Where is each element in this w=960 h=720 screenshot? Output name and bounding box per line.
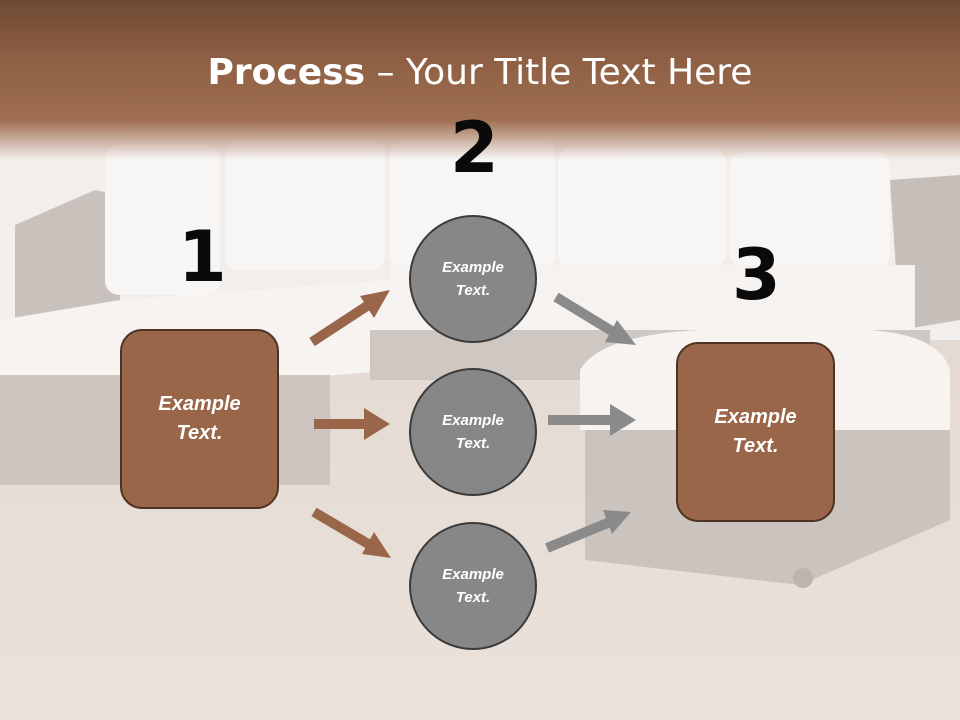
circle-top: Example Text. — [409, 215, 537, 343]
arrow-right-right — [548, 404, 636, 436]
circle-bottom: Example Text. — [409, 522, 537, 650]
step-number-2: 2 — [450, 107, 499, 189]
step-1-box: Example Text. — [120, 329, 279, 509]
circle-middle: Example Text. — [409, 368, 537, 496]
title-bar — [0, 0, 960, 160]
step-3-box: Example Text. — [676, 342, 835, 522]
step-number-3: 3 — [732, 234, 781, 316]
arrow-up-right-right — [545, 510, 631, 553]
title-rest: Your Title Text Here — [405, 52, 753, 93]
step-1-text: Example Text. — [158, 393, 241, 444]
title-bold: Process — [207, 52, 366, 93]
slide-title: Process – Your Title Text Here — [0, 52, 960, 93]
step-number-1: 1 — [178, 216, 227, 298]
circle-bottom-text: Example Text. — [442, 566, 504, 606]
step-3-text: Example Text. — [714, 406, 797, 457]
circle-top-text: Example Text. — [442, 259, 504, 299]
arrow-up-right-left — [309, 290, 390, 347]
title-separator: – — [365, 52, 406, 93]
arrow-down-right-right — [553, 292, 636, 345]
arrow-right-left — [314, 408, 390, 440]
arrow-down-right-left — [311, 507, 391, 558]
circle-middle-text: Example Text. — [442, 412, 504, 452]
